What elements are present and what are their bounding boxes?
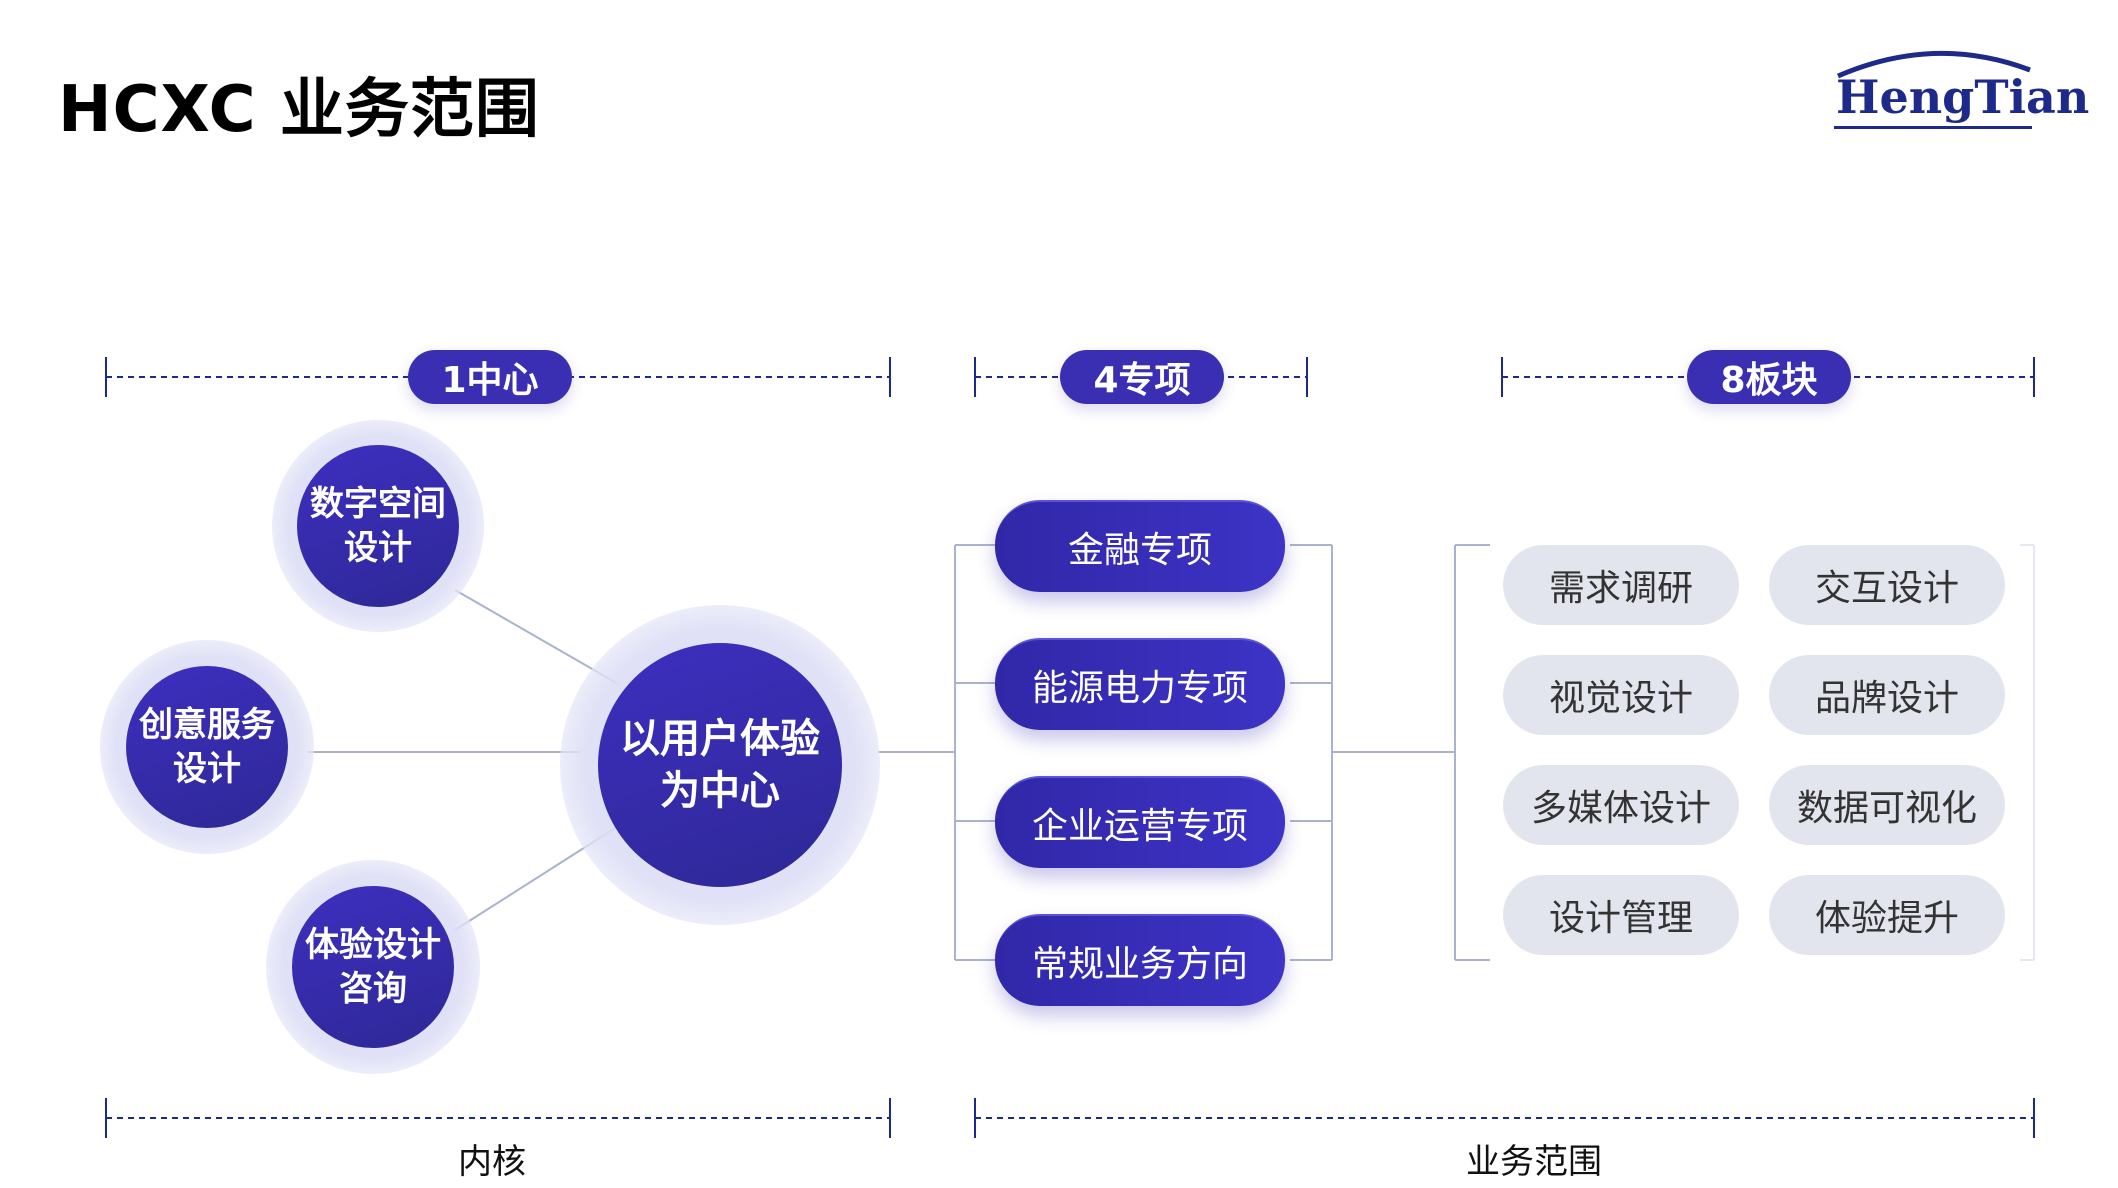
module-visual: 视觉设计 (1503, 655, 1739, 735)
section-module-label: 8板块 (1687, 350, 1851, 404)
satellite-creative-service: 创意服务 设计 (126, 666, 288, 828)
section-core-label: 1中心 (408, 350, 572, 404)
special-enterprise: 企业运营专项 (995, 776, 1285, 868)
logo-text: HengTian (1836, 70, 2090, 124)
section-special-label: 4专项 (1060, 350, 1224, 404)
module-multimedia: 多媒体设计 (1503, 765, 1739, 845)
caption-core: 内核 (458, 1142, 526, 1182)
center-user-experience: 以用户体验 为中心 (598, 643, 842, 887)
hengtian-logo: HengTian (1830, 40, 2089, 130)
logo-arc-icon (1837, 50, 2031, 79)
module-interaction: 交互设计 (1769, 545, 2005, 625)
module-brand: 品牌设计 (1769, 655, 2005, 735)
page-title: HCXC 业务范围 (58, 73, 540, 147)
satellite-ux-consulting: 体验设计 咨询 (292, 886, 454, 1048)
special-general: 常规业务方向 (995, 914, 1285, 1006)
module-design-management: 设计管理 (1503, 875, 1739, 955)
special-energy: 能源电力专项 (995, 638, 1285, 730)
module-research: 需求调研 (1503, 545, 1739, 625)
logo-underline (1834, 126, 2032, 129)
special-finance: 金融专项 (995, 500, 1285, 592)
module-experience: 体验提升 (1769, 875, 2005, 955)
caption-scope: 业务范围 (1466, 1142, 1602, 1182)
satellite-digital-space: 数字空间 设计 (297, 445, 459, 607)
module-data-viz: 数据可视化 (1769, 765, 2005, 845)
